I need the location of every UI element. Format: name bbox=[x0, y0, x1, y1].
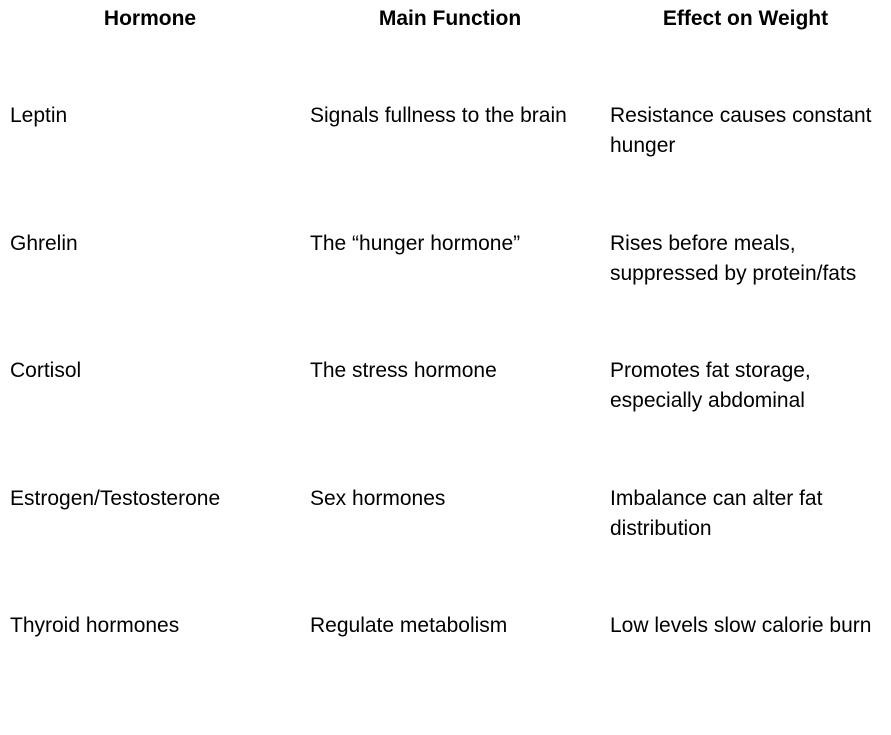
header-cell-main-function: Main Function bbox=[378, 7, 522, 30]
header-cell-hormone: Hormone bbox=[103, 7, 197, 30]
table-row-cortisol: Cortisol The stress hormone Promotes fat… bbox=[0, 352, 891, 480]
table-row-estrogen-testosterone: Estrogen/Testosterone Sex hormones Imbal… bbox=[0, 480, 891, 608]
cell-hormone: Cortisol bbox=[10, 359, 82, 382]
cell-effect-on-weight: Resistance causes constant hunger bbox=[610, 104, 872, 157]
cell-effect-on-weight: Imbalance can alter fat distribution bbox=[610, 486, 823, 540]
cell-effect-on-weight: Promotes fat storage, especially abdomin… bbox=[610, 359, 811, 412]
table-header-row: Hormone Main Function Effect on Weight bbox=[0, 0, 891, 97]
cell-main-function: Sex hormones bbox=[310, 486, 446, 510]
cell-main-function: Regulate metabolism bbox=[310, 614, 508, 637]
cell-effect-on-weight: Rises before meals, suppressed by protei… bbox=[610, 231, 857, 285]
table-row-thyroid-hormones: Thyroid hormones Regulate metabolism Low… bbox=[0, 607, 891, 735]
cell-main-function: The stress hormone bbox=[310, 359, 497, 382]
table-row-leptin: Leptin Signals fullness to the brain Res… bbox=[0, 97, 891, 225]
cell-hormone: Ghrelin bbox=[10, 231, 78, 255]
cell-effect-on-weight: Low levels slow calorie burn bbox=[610, 614, 872, 637]
cell-hormone: Thyroid hormones bbox=[10, 614, 180, 637]
table-row-ghrelin: Ghrelin The “hunger hormone” Rises befor… bbox=[0, 225, 891, 353]
cell-main-function: Signals fullness to the brain bbox=[310, 104, 567, 127]
cell-main-function: The “hunger hormone” bbox=[310, 231, 521, 255]
cell-hormone: Leptin bbox=[10, 104, 68, 127]
cell-hormone: Estrogen/Testosterone bbox=[10, 486, 221, 510]
header-cell-effect-on-weight: Effect on Weight bbox=[662, 7, 829, 30]
